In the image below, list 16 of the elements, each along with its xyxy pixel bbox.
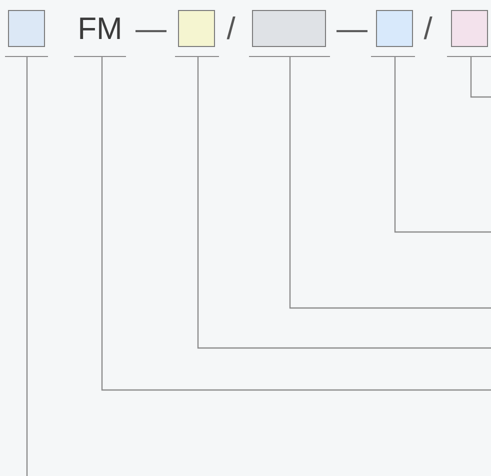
separator: — — [134, 10, 168, 47]
code-slot — [249, 10, 330, 57]
separator: / — [422, 10, 434, 47]
code-slot — [175, 10, 219, 57]
leader-line — [101, 57, 491, 391]
leader-line — [394, 57, 491, 233]
code-slot — [5, 10, 48, 57]
leader-line — [197, 57, 491, 349]
separator: — — [336, 10, 368, 47]
code-slot — [447, 10, 491, 57]
separator: / — [226, 10, 236, 47]
leader-line — [470, 57, 491, 98]
leader-line — [26, 57, 28, 476]
code-slot — [371, 10, 415, 57]
code-text: FM — [76, 10, 124, 47]
leader-line — [289, 57, 491, 309]
